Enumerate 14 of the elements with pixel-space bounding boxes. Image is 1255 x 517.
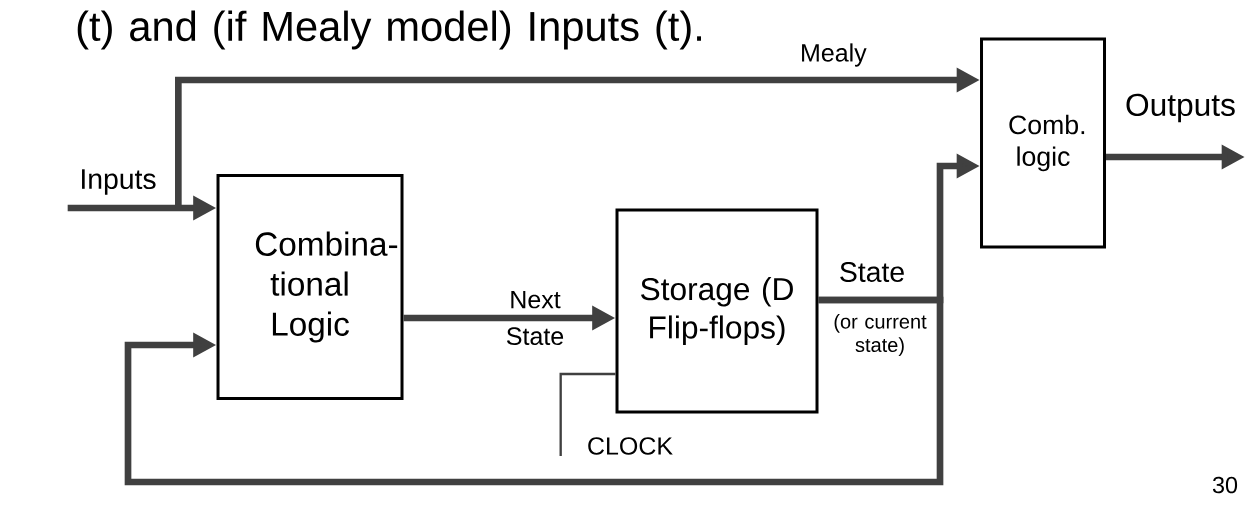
edge-label: Next State [506,290,564,346]
connector-line [559,372,616,456]
heading-text: (t) and (if Mealy model) Inputs (t). [77,10,701,50]
edge-label: Outputs [1126,93,1235,123]
logic-block: Combina- tional Logic [216,174,404,400]
note-text: (or current state) [834,314,927,356]
page-number: 30 [1212,476,1238,494]
signal-label: CLOCK [588,437,673,455]
arrow [124,296,944,486]
logic-block: Comb. logic [980,37,1106,249]
signal-label: Inputs [82,169,156,195]
edge-label: State [840,261,904,283]
logic-block: Storage (D Flip-flops) [615,208,819,414]
edge-label: Mealy [802,43,867,67]
